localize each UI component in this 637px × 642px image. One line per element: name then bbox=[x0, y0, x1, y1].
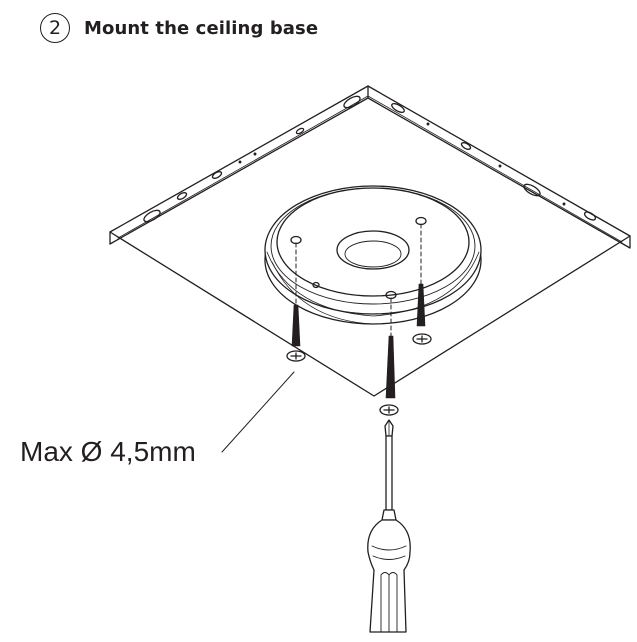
max-screw-diameter-label: Max Ø 4,5mm bbox=[20, 436, 196, 467]
screwdriver-icon bbox=[367, 419, 411, 633]
step-number: 2 bbox=[48, 17, 62, 39]
screw-guide-lines bbox=[295, 223, 422, 337]
ceiling-base bbox=[264, 185, 482, 325]
step-title: Mount the ceiling base bbox=[84, 17, 319, 39]
wood-screw-icon bbox=[379, 335, 399, 416]
wood-screw-icon bbox=[286, 304, 306, 362]
step-number-badge: 2 bbox=[40, 13, 70, 43]
step-header: 2 Mount the ceiling base bbox=[40, 11, 318, 45]
annotation-leader-line bbox=[221, 371, 295, 453]
wood-screw-icon bbox=[412, 283, 432, 345]
